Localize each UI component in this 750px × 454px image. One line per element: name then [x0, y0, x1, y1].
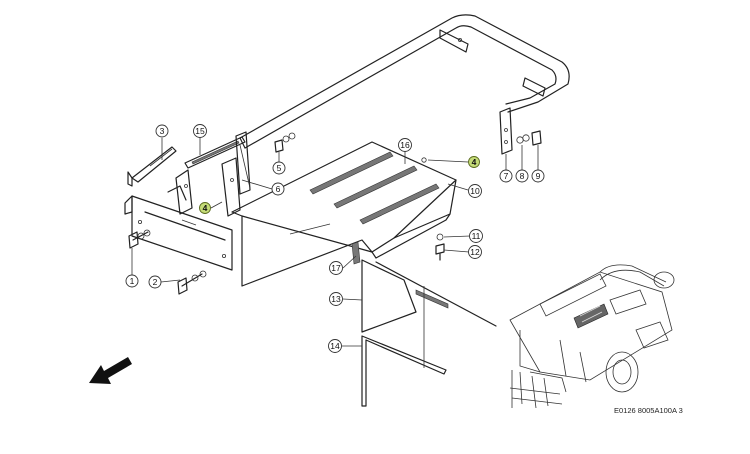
drawing-reference-code: E0126 8005A100A 3 [614, 406, 683, 415]
bolt-set-lower [177, 270, 207, 295]
callout-17[interactable]: 17 [329, 261, 343, 275]
direction-arrow-icon [89, 357, 132, 384]
callout-8[interactable]: 8 [515, 169, 529, 183]
svg-text:4: 4 [472, 157, 477, 167]
callout-6[interactable]: 6 [271, 182, 285, 196]
seal-strip [361, 286, 447, 407]
callout-1[interactable]: 1 [125, 274, 139, 288]
angle-bracket [127, 146, 177, 187]
svg-text:1: 1 [130, 276, 135, 286]
callout-7[interactable]: 7 [499, 169, 513, 183]
main-tray [231, 141, 457, 287]
leader-lines [131, 138, 539, 347]
callout-13[interactable]: 13 [329, 292, 343, 306]
svg-text:2: 2 [153, 277, 158, 287]
callout-2[interactable]: 2 [148, 275, 162, 289]
svg-text:10: 10 [470, 186, 480, 196]
callout-3[interactable]: 3 [155, 124, 169, 138]
bolt-set-upper [274, 132, 296, 153]
callout-11[interactable]: 11 [469, 229, 483, 243]
nut-and-screw [435, 233, 445, 261]
svg-text:14: 14 [330, 341, 340, 351]
svg-text:4: 4 [203, 203, 208, 213]
callout-9[interactable]: 9 [531, 169, 545, 183]
callout-15[interactable]: 15 [193, 124, 207, 138]
svg-text:12: 12 [470, 247, 480, 257]
callout-16[interactable]: 16 [398, 138, 412, 152]
svg-text:7: 7 [504, 171, 509, 181]
tubular-guard-rail [239, 14, 570, 155]
callout-12[interactable]: 12 [468, 245, 482, 259]
machine-location-thumbnail [509, 264, 675, 409]
callout-5[interactable]: 5 [272, 161, 286, 175]
svg-text:8: 8 [520, 171, 525, 181]
callout-14[interactable]: 14 [328, 339, 342, 353]
svg-text:15: 15 [195, 126, 205, 136]
lower-panel [361, 259, 497, 333]
callout-4-left[interactable]: 4 [199, 202, 211, 214]
bolt-set-left [128, 229, 151, 249]
callout-4-right[interactable]: 4 [468, 156, 480, 168]
bolt-set-right [516, 130, 542, 146]
svg-text:9: 9 [536, 171, 541, 181]
svg-text:5: 5 [277, 163, 282, 173]
vertical-bracket [167, 131, 251, 217]
wear-strip [184, 136, 246, 169]
svg-text:11: 11 [472, 231, 481, 241]
callout-10[interactable]: 10 [468, 184, 482, 198]
svg-text:13: 13 [331, 294, 341, 304]
svg-text:17: 17 [331, 263, 341, 273]
svg-text:16: 16 [400, 140, 410, 150]
svg-text:3: 3 [160, 126, 165, 136]
left-side-plate [124, 195, 233, 271]
svg-text:6: 6 [276, 184, 281, 194]
